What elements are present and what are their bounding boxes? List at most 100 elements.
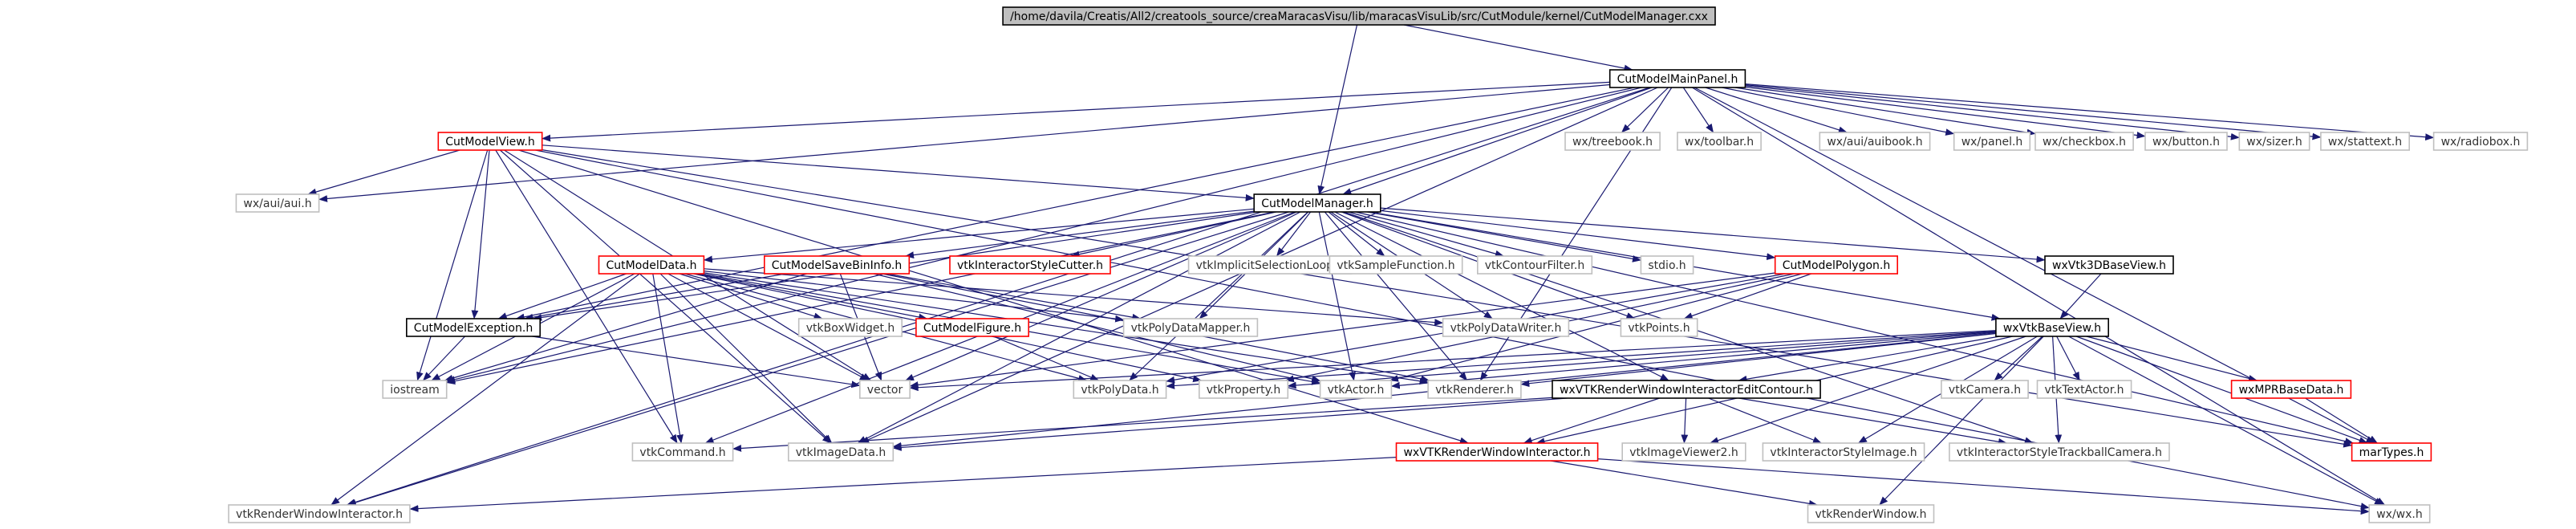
include-edge-editcontour-to-command xyxy=(732,397,1553,452)
include-edge-cmdata-to-rwi xyxy=(331,273,640,506)
header-node-stdio: stdio.h xyxy=(1640,255,1694,275)
header-node-manager[interactable]: CutModelManager.h xyxy=(1253,193,1381,213)
header-node-istyleimage: vtkInteractorStyleImage.h xyxy=(1762,442,1925,462)
include-edge-wxvtkbase-to-camera xyxy=(1994,336,2043,381)
node-box xyxy=(2144,132,2228,151)
include-edge-wxvtkbase-to-actor xyxy=(1390,332,1996,389)
include-edge-cmpolygon-to-actor xyxy=(1389,273,1803,382)
include-edge-cmdata-to-cmexception xyxy=(497,273,627,319)
node-box xyxy=(859,380,911,399)
include-edge-mainpanel-to-stattext xyxy=(1745,84,2322,140)
header-node-treebook: wx/treebook.h xyxy=(1564,132,1661,151)
include-edge-manager-to-istylecutter xyxy=(1070,211,1277,258)
include-edge-mainpanel-to-toolbar xyxy=(1682,87,1714,133)
include-edge-manager-to-cmdata xyxy=(703,208,1255,263)
node-label: vtkPolyData.h xyxy=(1081,384,1158,397)
header-node-pdmapper: vtkPolyDataMapper.h xyxy=(1122,318,1259,337)
include-edge-mainpanel-to-treebook xyxy=(1621,87,1669,133)
header-node-root[interactable]: /home/davila/Creatis/All2/creatools_sour… xyxy=(1002,6,1716,26)
include-edge-manager-to-wx3d xyxy=(1380,207,2046,263)
header-node-wx3d[interactable]: wxVtk3DBaseView.h xyxy=(2044,255,2174,275)
node-label: wx/aui/aui.h xyxy=(243,197,311,210)
header-node-cmdata[interactable]: CutModelData.h xyxy=(598,255,705,275)
include-edge-manager-to-iostream xyxy=(446,211,1275,385)
node-label: CutModelSaveBinInfo.h xyxy=(772,259,902,272)
header-node-polydata: vtkPolyData.h xyxy=(1073,380,1167,399)
include-edge-wxvtkbase-to-mprbase xyxy=(2086,336,2258,382)
header-node-istylecutter[interactable]: vtkInteractorStyleCutter.h xyxy=(949,255,1111,275)
include-edge-editcontour-to-istyletrackball xyxy=(1738,397,2007,446)
header-node-mprbase[interactable]: wxMPRBaseData.h xyxy=(2230,380,2352,399)
node-box xyxy=(1395,442,1599,462)
header-node-wxrwi[interactable]: wxVTKRenderWindowInteractor.h xyxy=(1395,442,1599,462)
node-label: wx/treebook.h xyxy=(1572,136,1653,149)
include-edge-mainpanel-to-cmview xyxy=(542,81,1610,142)
node-box xyxy=(1949,442,2170,462)
node-label: wx/panel.h xyxy=(1961,136,2023,149)
include-edge-manager-to-savebin xyxy=(905,210,1255,259)
header-node-savebin[interactable]: CutModelSaveBinInfo.h xyxy=(763,255,911,275)
include-edge-mainpanel-to-auibook xyxy=(1705,87,1848,134)
header-node-martypes[interactable]: marTypes.h xyxy=(2351,442,2432,462)
node-box xyxy=(1319,380,1393,399)
node-label: vtkContourFilter.h xyxy=(1485,259,1585,272)
node-box xyxy=(1608,69,1746,88)
include-edge-wxvtkbase-to-renderwindow xyxy=(1879,336,2044,506)
include-edge-cmdata-to-imagedata xyxy=(659,273,833,444)
node-label: wx/sizer.h xyxy=(2246,136,2302,149)
include-edge-cmpolygon-to-vtkpoints xyxy=(1683,273,1811,319)
include-edge-cmdata-to-cmfigure xyxy=(696,273,928,321)
node-box xyxy=(1819,132,1931,151)
header-node-wxwx: wx/wx.h xyxy=(2368,504,2431,523)
node-box xyxy=(1073,380,1167,399)
node-box xyxy=(2036,380,2132,399)
include-edge-mainpanel-to-panel xyxy=(1722,87,1955,136)
node-box xyxy=(1199,380,1289,399)
header-node-renderer: vtkRenderer.h xyxy=(1427,380,1522,399)
node-label: vtkPoints.h xyxy=(1628,322,1690,335)
include-edge-mprbase-to-martypes xyxy=(2305,397,2378,444)
node-label: vtkRenderWindow.h xyxy=(1815,508,1927,521)
header-node-wxvtkbase[interactable]: wxVtkBaseView.h xyxy=(1995,318,2109,337)
header-node-radiobox: wx/radiobox.h xyxy=(2432,132,2529,151)
node-label: vtkInteractorStyleCutter.h xyxy=(957,259,1103,272)
header-node-vtkpoints: vtkPoints.h xyxy=(1620,318,1698,337)
header-node-button: wx/button.h xyxy=(2144,132,2228,151)
include-edge-mainpanel-to-wxwx xyxy=(1691,87,2386,506)
header-node-renderwindow: vtkRenderWindow.h xyxy=(1807,504,1935,523)
include-edge-wxvtkbase-to-textactor xyxy=(2056,336,2080,381)
header-node-cmfigure[interactable]: CutModelFigure.h xyxy=(915,318,1030,337)
node-label: vtkTextActor.h xyxy=(2044,384,2124,397)
node-box xyxy=(228,504,411,523)
node-box xyxy=(2044,255,2174,275)
include-edge-cmview-to-imagedata xyxy=(500,149,832,444)
node-box xyxy=(1807,504,1935,523)
header-node-mainpanel[interactable]: CutModelMainPanel.h xyxy=(1608,69,1746,88)
node-label: vtkCommand.h xyxy=(639,446,725,459)
header-node-cmpolygon[interactable]: CutModelPolygon.h xyxy=(1774,255,1898,275)
node-label: CutModelMainPanel.h xyxy=(1617,73,1738,86)
node-label: vtkProperty.h xyxy=(1207,384,1280,397)
node-label: CutModelManager.h xyxy=(1261,197,1373,210)
node-label: wx/radiobox.h xyxy=(2441,136,2521,149)
node-label: vector xyxy=(867,384,903,397)
header-node-cmview[interactable]: CutModelView.h xyxy=(437,132,543,151)
node-box xyxy=(631,442,734,462)
include-edge-root-to-manager xyxy=(1317,24,1358,195)
node-box xyxy=(1762,442,1925,462)
node-label: wx/aui/auibook.h xyxy=(1827,136,1922,149)
include-edge-savebin-to-pdmapper xyxy=(886,273,1142,321)
node-label: wx/toolbar.h xyxy=(1685,136,1754,149)
include-edge-cmdata-to-command xyxy=(652,273,684,444)
node-label: vtkActor.h xyxy=(1328,384,1385,397)
include-edge-wxvtkbase-to-imageviewer2 xyxy=(1710,336,2026,444)
node-box xyxy=(437,132,543,151)
header-node-cmexception[interactable]: CutModelException.h xyxy=(405,318,541,337)
node-box xyxy=(1253,193,1381,213)
include-edge-wxrwi-to-rwi xyxy=(409,457,1397,512)
include-edge-manager-to-contour xyxy=(1348,211,1504,258)
header-node-editcontour[interactable]: wxVTKRenderWindowInteractorEditContour.h xyxy=(1552,380,1821,399)
header-node-pdwriter: vtkPolyDataWriter.h xyxy=(1442,318,1570,337)
header-node-sizer: wx/sizer.h xyxy=(2238,132,2310,151)
node-box xyxy=(1552,380,1821,399)
